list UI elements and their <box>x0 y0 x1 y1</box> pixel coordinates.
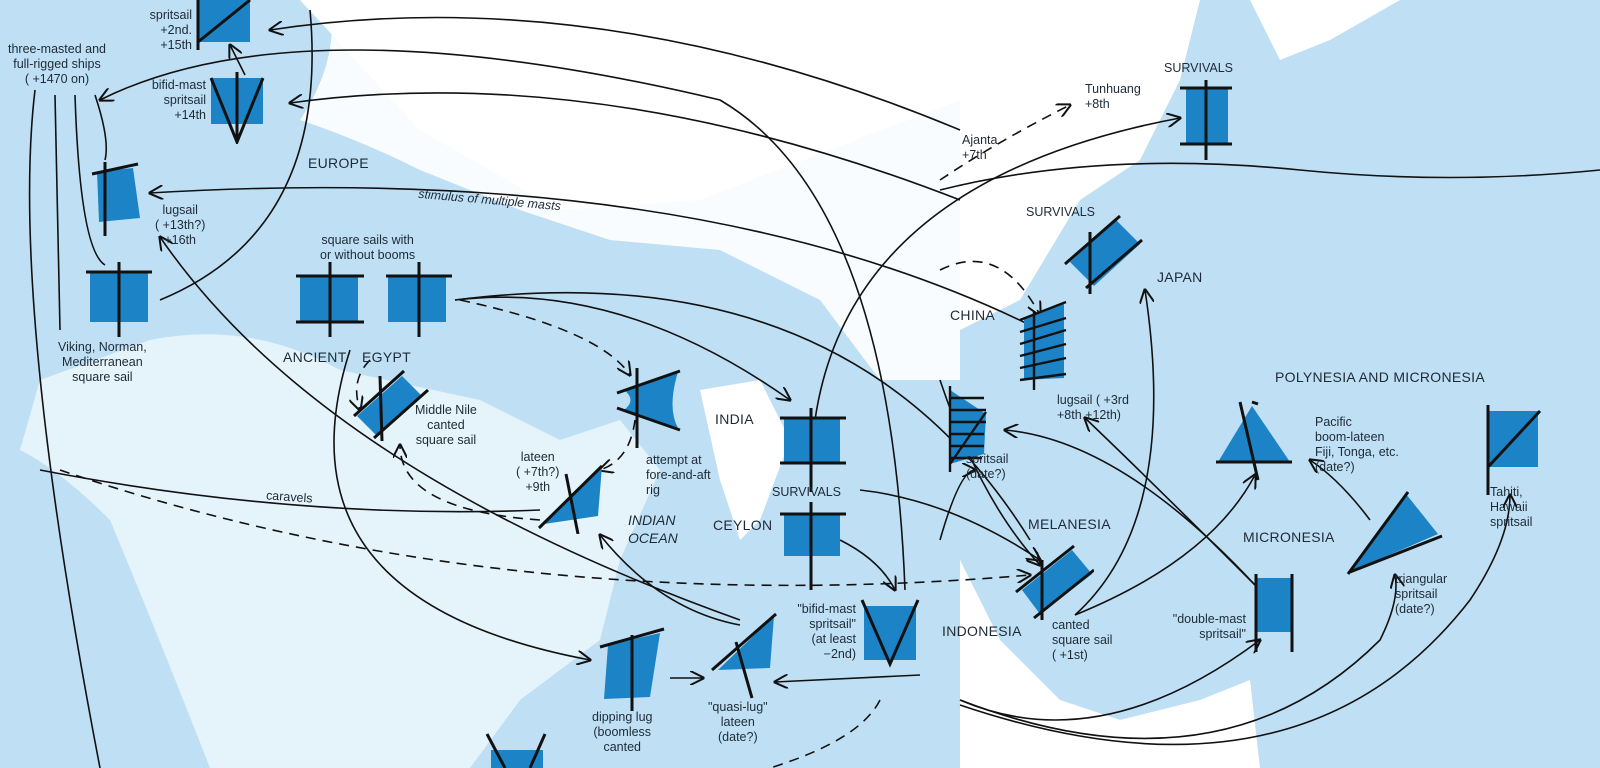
ancient-square-sail-icon <box>296 262 364 337</box>
partial-sail-icon <box>485 733 547 768</box>
tunhuang-label: Tunhuang+8th <box>1085 82 1141 111</box>
spritsail-europe-icon <box>196 0 251 50</box>
dashed-arrows <box>59 105 1070 768</box>
region-japan: JAPAN <box>1157 269 1203 285</box>
ajanta-label: Ajanta+7th <box>962 133 998 162</box>
quasi-lug-label: "quasi-lug"lateen(date?) <box>708 700 768 744</box>
region-india: INDIA <box>715 411 754 427</box>
spritsail-europe-label: spritsail+2nd.+15th <box>149 8 192 52</box>
survival-square-sail-ne-icon <box>1180 80 1232 160</box>
region-ancient: ANCIENT <box>283 349 347 365</box>
lugsail-china-label: lugsail ( +3rd+8th +12th) <box>1057 393 1129 422</box>
survivals-ne-label: SURVIVALS <box>1164 61 1234 75</box>
tahiti-spritsail-icon <box>1486 405 1542 495</box>
region-polynesia-micronesia: POLYNESIA AND MICRONESIA <box>1275 369 1485 385</box>
middle-nile-canted-sail-icon <box>352 369 429 441</box>
china-lugsail-icon <box>1019 300 1067 390</box>
diffusion-arrows <box>28 9 1600 768</box>
viking-square-sail-icon <box>86 262 152 337</box>
lateen-sail-icon <box>537 464 604 534</box>
lugsail-europe-icon <box>91 162 140 236</box>
double-mast-spritsail-icon <box>1254 574 1294 652</box>
lugsail-europe-label: lugsail( +13th?)+16th <box>155 203 206 247</box>
egypt-square-sail-icon <box>386 262 452 337</box>
spritsail-date-label: spritsail(date?) <box>966 452 1009 481</box>
caravels-label: caravels <box>265 488 314 506</box>
quasi-lug-lateen-icon <box>711 612 777 699</box>
region-europe: EUROPE <box>308 155 369 171</box>
survivals-japan-label: SURVIVALS <box>1026 205 1096 219</box>
melanesia-canted-sail-icon <box>1015 544 1094 620</box>
india-survival-square-sail-icon <box>780 408 846 492</box>
region-china: CHINA <box>950 307 996 323</box>
region-indian-ocean-1: INDIAN <box>628 512 676 528</box>
lateen-label: lateen( +7th?)+9th <box>516 450 560 494</box>
survivals-india-label: SURVIVALS <box>772 485 842 499</box>
region-indonesia: INDONESIA <box>942 623 1022 639</box>
battened-spritsail-icon <box>948 386 987 472</box>
japan-canted-sail-icon <box>1064 214 1143 294</box>
pacific-boom-lateen-icon <box>1216 400 1292 481</box>
region-ceylon: CEYLON <box>713 517 773 533</box>
region-micronesia: MICRONESIA <box>1243 529 1335 545</box>
bifid-mast-spritsail-europe-icon <box>209 72 265 144</box>
dipping-lug-icon <box>599 627 665 711</box>
region-egypt: EGYPT <box>362 349 411 365</box>
triangular-spritsail-icon <box>1346 491 1443 575</box>
region-indian-ocean-2: OCEAN <box>628 530 678 546</box>
fore-and-aft-attempt-icon <box>616 368 681 448</box>
region-melanesia: MELANESIA <box>1028 516 1111 532</box>
bifid-mast-spritsail-indonesia-icon <box>860 599 920 668</box>
land-masses <box>20 0 1400 768</box>
ceylon-square-sail-icon <box>780 502 846 590</box>
